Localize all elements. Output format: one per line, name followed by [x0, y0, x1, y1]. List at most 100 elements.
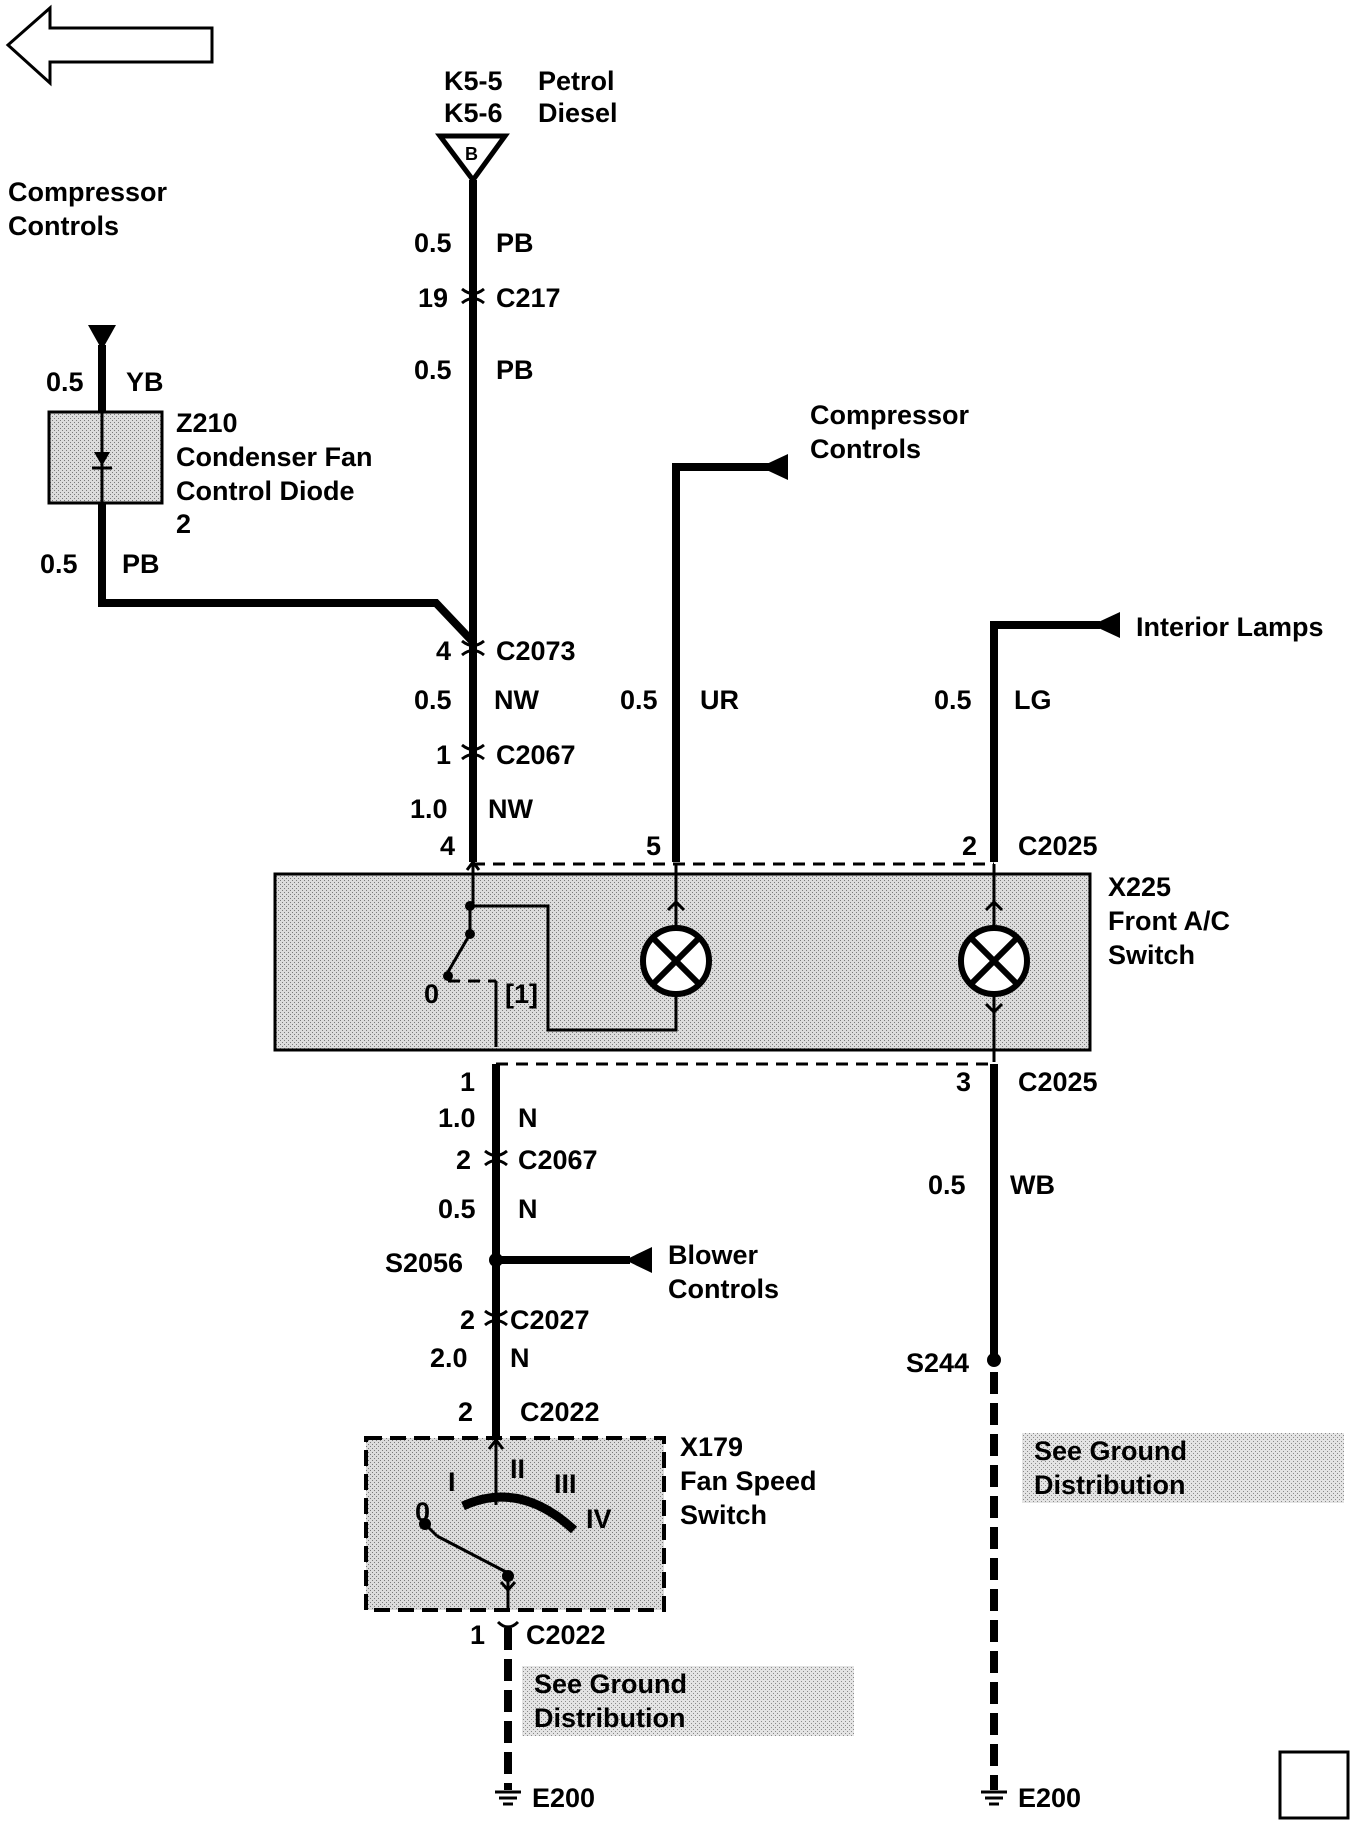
c2027-label: C2027: [510, 1305, 590, 1335]
wire-size-label: 0.5: [414, 228, 452, 258]
c2067-pin-label: 2: [456, 1145, 471, 1175]
connector-b-icon: [435, 133, 510, 185]
wire-ur: [672, 463, 770, 862]
ground-note-box: [1022, 1433, 1344, 1503]
wire-size-label: 0.5: [620, 685, 658, 715]
page-corner-box[interactable]: [1278, 1750, 1350, 1820]
e200-label: E200: [532, 1783, 595, 1813]
fan-speed-switch-icon: [419, 1437, 578, 1610]
z210-name-label: Condenser Fan: [176, 442, 373, 472]
interior-lamps-label: Interior Lamps: [1136, 612, 1324, 642]
c2067-connector-icon: [484, 1149, 508, 1167]
x225-pin-label: 2: [962, 831, 977, 861]
c2067-label: C2067: [496, 740, 576, 770]
x179-switch-box: [364, 1436, 666, 1612]
c2022-label: C2022: [526, 1620, 606, 1650]
wire-size-label: 0.5: [414, 355, 452, 385]
switch-position-label: 0: [424, 979, 439, 1009]
wire-size-label: 0.5: [934, 685, 972, 715]
z210-pin-label: 2: [176, 509, 191, 539]
c2027-connector-icon: [484, 1309, 508, 1327]
ground-note-label: See Ground: [1034, 1436, 1187, 1466]
blower-controls-label-2: Controls: [668, 1274, 779, 1304]
fan-position-label: II: [510, 1454, 525, 1484]
s2056-label: S2056: [385, 1248, 463, 1278]
wire-color-label: NW: [488, 794, 533, 824]
x179-name-label-2: Switch: [680, 1500, 767, 1530]
x225-pin-label: 5: [646, 831, 661, 861]
wire-size-label: 0.5: [40, 549, 78, 579]
arrow-left-icon: [760, 454, 788, 480]
wire-color-label: N: [518, 1194, 538, 1224]
wire-color-label: UR: [700, 685, 739, 715]
ground-icon: [495, 1790, 521, 1806]
x225-pin-label: 1: [460, 1067, 475, 1097]
x225-name-label-2: Switch: [1108, 940, 1195, 970]
switch-position-label: [1]: [505, 979, 538, 1009]
c2025-label: C2025: [1018, 1067, 1098, 1097]
wire-lg: [990, 621, 1100, 862]
wire-color-label: YB: [126, 367, 164, 397]
arrow-left-icon: [1092, 612, 1120, 638]
wire-color-label: N: [510, 1343, 530, 1373]
wire-size-label: 0.5: [438, 1194, 476, 1224]
s244-label: S244: [906, 1348, 969, 1378]
compressor-controls-label: Compressor: [810, 400, 970, 430]
wire-color-label: PB: [496, 355, 534, 385]
c2067-label: C2067: [518, 1145, 598, 1175]
connector-b-label: B: [465, 144, 478, 164]
ground-icon: [981, 1790, 1007, 1806]
k5-5-label: K5-5: [444, 66, 503, 96]
fan-position-label: IV: [586, 1504, 612, 1534]
left-arrow-icon[interactable]: [5, 4, 214, 87]
x179-name-label: Fan Speed: [680, 1466, 817, 1496]
fan-position-label: I: [448, 1467, 456, 1497]
arrow-down-icon: [88, 325, 116, 350]
c217-connector-icon: [461, 287, 485, 305]
arrow-left-icon: [625, 1247, 652, 1273]
c2067-connector-icon: [461, 743, 485, 761]
wire-color-label: NW: [494, 685, 539, 715]
c2022-connector-icon: [496, 1620, 520, 1629]
petrol-label: Petrol: [538, 66, 615, 96]
c2073-label: C2073: [496, 636, 576, 666]
x225-pin-label: 4: [440, 831, 455, 861]
splice-s244-icon: [987, 1353, 1001, 1367]
x225-pin-label: 3: [956, 1067, 971, 1097]
x225-name-label: Front A/C: [1108, 906, 1230, 936]
ground-note-label: See Ground: [534, 1669, 687, 1699]
lamp-icon: [958, 864, 1030, 1062]
wire-pb-left: [98, 503, 476, 645]
wire-color-label: PB: [122, 549, 160, 579]
c2073-pin-label: 4: [436, 636, 451, 666]
wire-size-label: 0.5: [46, 367, 84, 397]
c2022-pin-label: 1: [470, 1620, 485, 1650]
wire-size-label: 0.5: [928, 1170, 966, 1200]
fan-position-label: 0: [415, 1497, 430, 1527]
ground-note-box: [522, 1666, 854, 1736]
c2025-label: C2025: [1018, 831, 1098, 861]
z210-name-label-2: Control Diode: [176, 476, 354, 506]
c2022-pin-label: 2: [458, 1397, 473, 1427]
wire-color-label: N: [518, 1103, 538, 1133]
ground-note-label-2: Distribution: [534, 1703, 685, 1733]
wire-size-label: 0.5: [414, 685, 452, 715]
wire-size-label: 2.0: [430, 1343, 468, 1373]
wire-color-label: LG: [1014, 685, 1052, 715]
c2073-connector-icon: [461, 639, 485, 657]
lamp-icon: [640, 864, 712, 1030]
wire-color-label: PB: [496, 228, 534, 258]
x225-label: X225: [1108, 872, 1171, 902]
compressor-controls-label-2: Controls: [810, 434, 921, 464]
compressor-controls-left-label: Compressor: [8, 177, 168, 207]
k5-6-label: K5-6: [444, 98, 503, 128]
c2027-pin-label: 2: [460, 1305, 475, 1335]
fan-position-label: III: [554, 1469, 577, 1499]
wire-color-label: WB: [1010, 1170, 1055, 1200]
x179-label: X179: [680, 1432, 743, 1462]
blower-controls-label: Blower: [668, 1240, 759, 1270]
wire-size-label: 1.0: [410, 794, 448, 824]
c217-label: C217: [496, 283, 561, 313]
z210-label: Z210: [176, 408, 238, 438]
